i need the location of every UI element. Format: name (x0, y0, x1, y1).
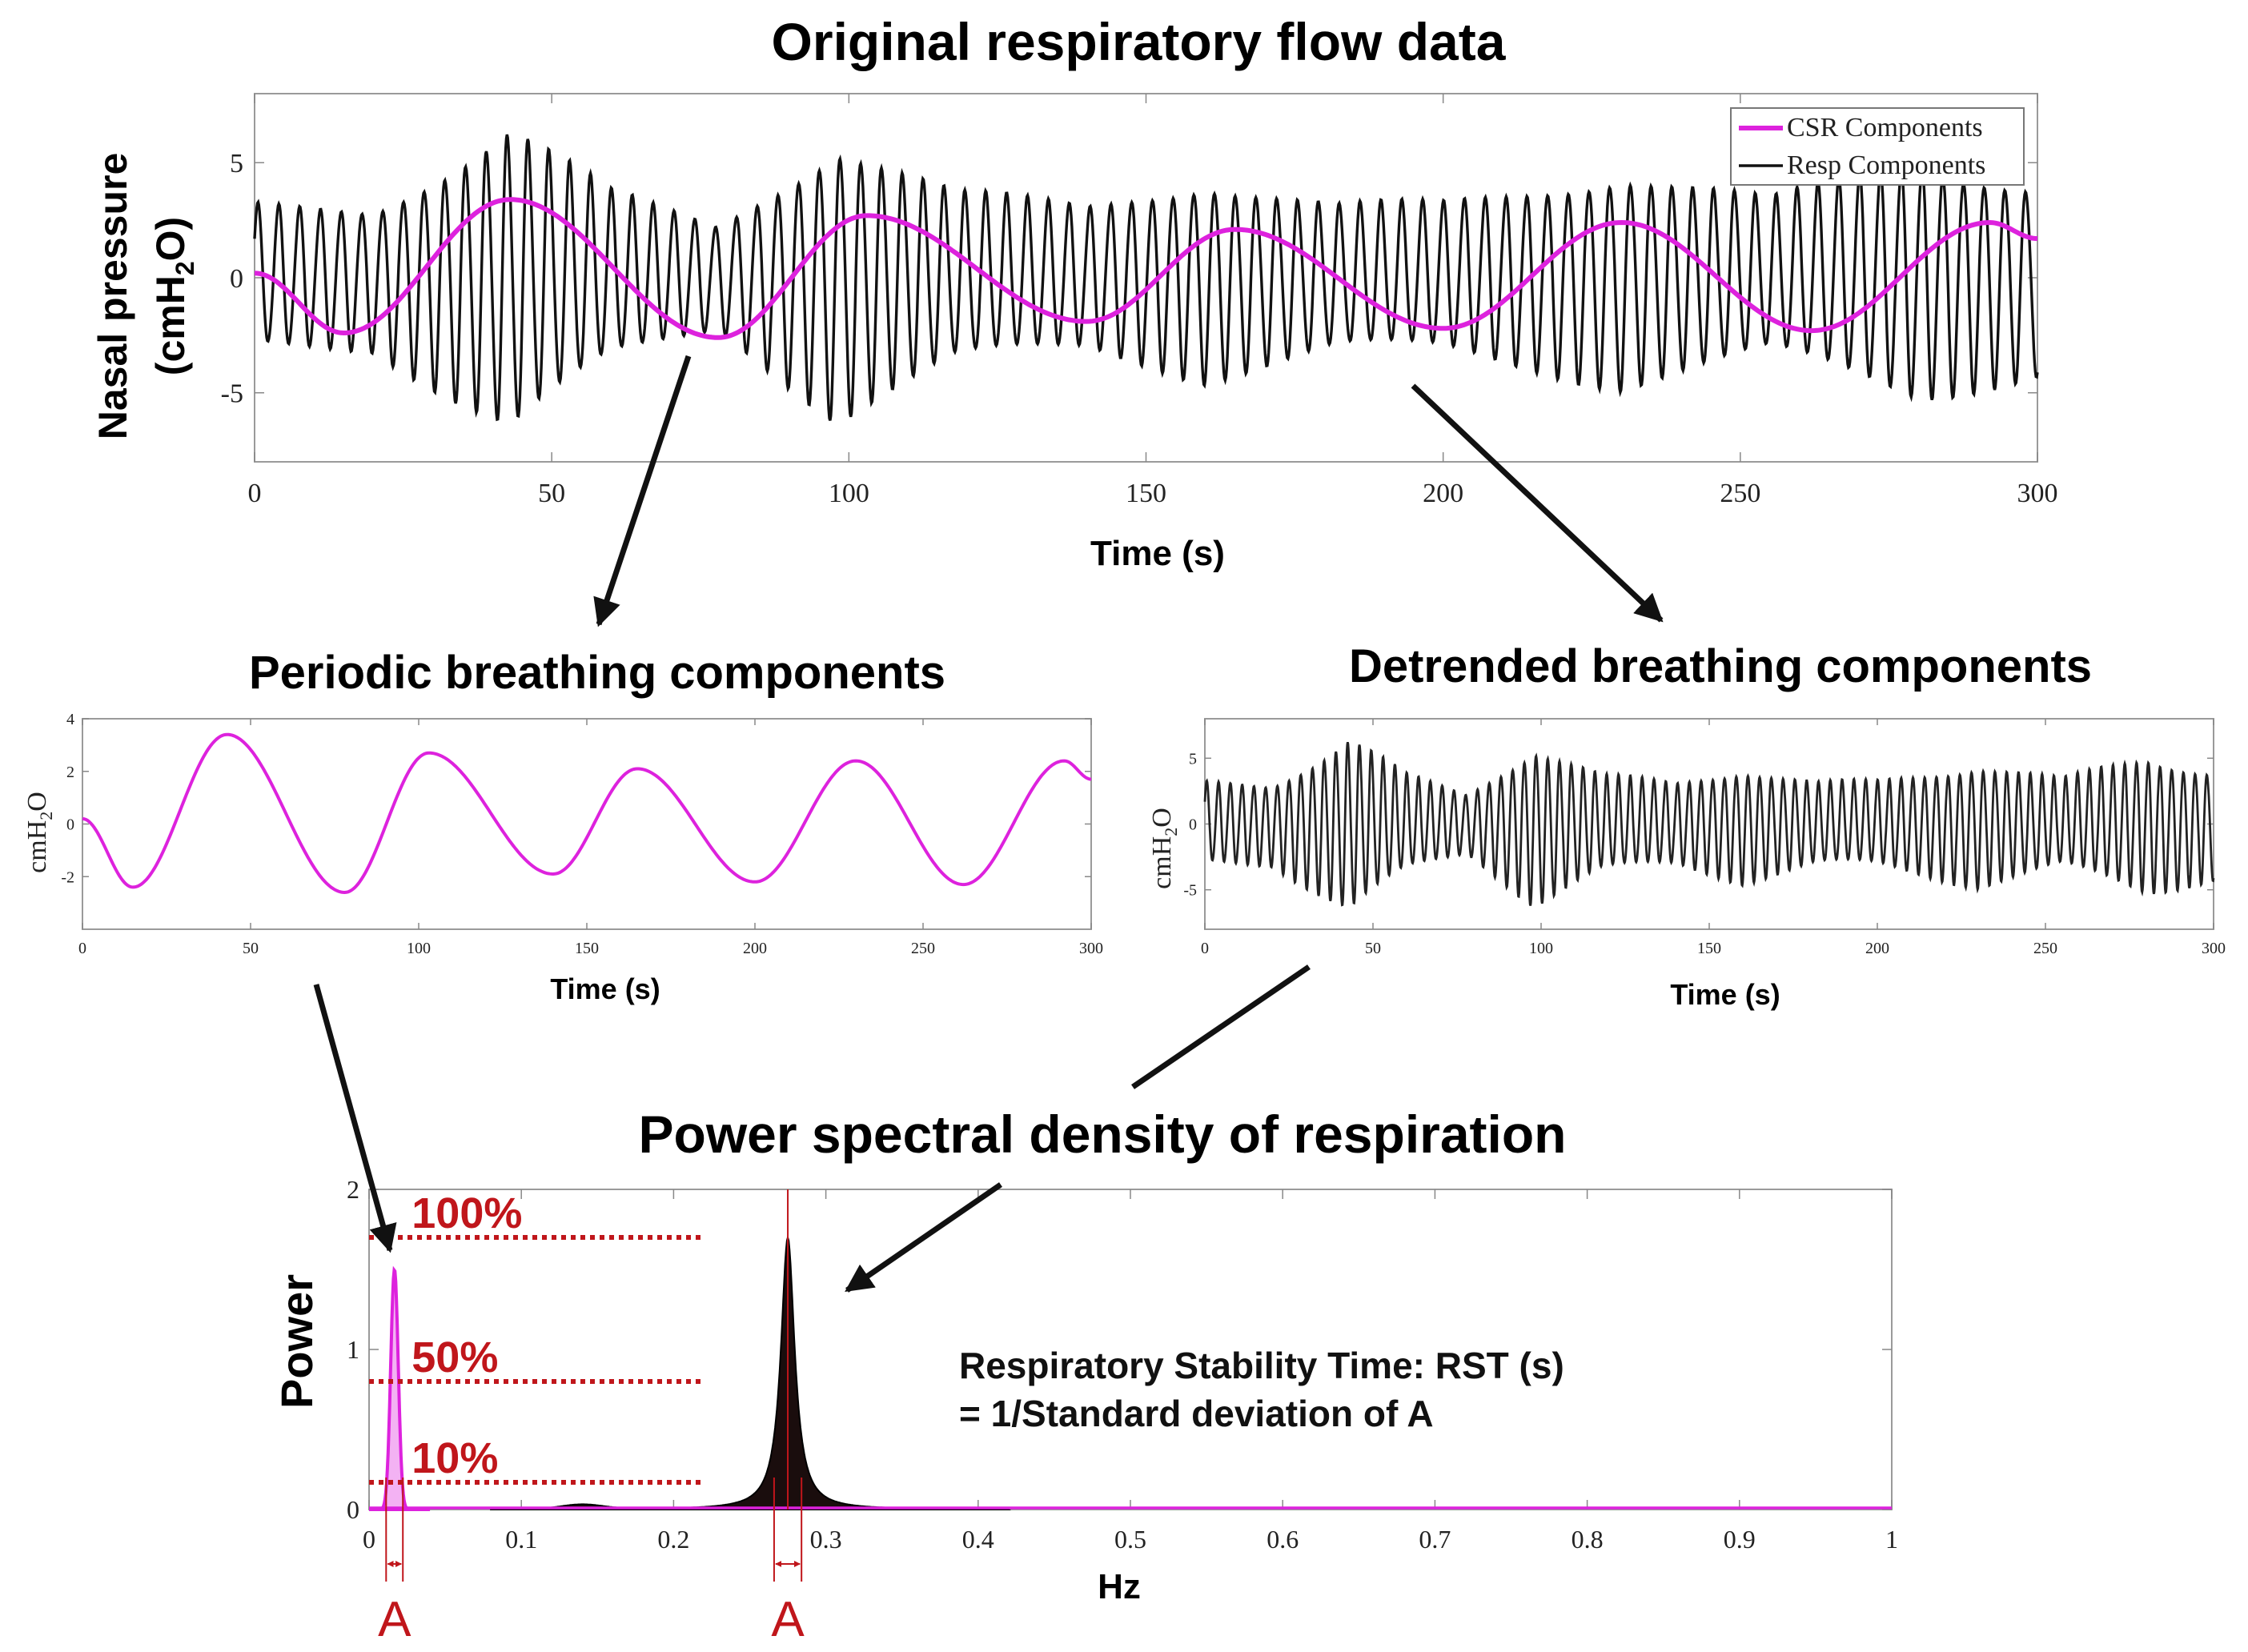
psd-x-axis-label: Hz (1098, 1567, 1141, 1606)
original-y-axis-label-line2: (cmH2O) (148, 217, 199, 375)
detrended-y-axis-label: cmH2O (1147, 808, 1181, 889)
x-tick-label: 0.2 (657, 1525, 689, 1554)
x-tick-label: 150 (1697, 940, 1721, 957)
x-tick-label: 0.4 (962, 1525, 994, 1554)
x-tick-label: 100 (407, 940, 431, 957)
bandwidth-label: A (771, 1592, 805, 1647)
psd-chart-title: Power spectral density of respiration (639, 1105, 1567, 1164)
arrow-detrended-to-psd-b (845, 1182, 1002, 1293)
psd-csr-peak-line (369, 1265, 431, 1511)
y-tick-label: 5 (230, 149, 243, 178)
x-tick-label: 150 (1126, 479, 1166, 508)
original-csr-series-line (254, 197, 2038, 340)
legend-box (1730, 107, 2025, 186)
legend-label-resp: Resp Components (1787, 150, 1985, 180)
x-tick-label: 200 (743, 940, 767, 957)
x-tick-label: 0.1 (505, 1525, 537, 1554)
periodic-chart-title: Periodic breathing components (249, 647, 945, 699)
x-tick-label: 100 (829, 479, 869, 508)
arrow-original-to-detrended (1411, 383, 1664, 623)
x-tick-label: 150 (575, 940, 599, 957)
x-tick-label: 0 (248, 479, 262, 508)
arrow-original-to-periodic (593, 355, 692, 628)
periodic-y-axis-label: cmH2O (22, 792, 56, 873)
periodic-series-line (82, 732, 1092, 895)
x-tick-label: 0 (363, 1525, 375, 1554)
detrended-series-line (1203, 741, 2215, 907)
x-tick-label: 300 (2202, 940, 2226, 957)
level-label: 10% (411, 1434, 498, 1482)
x-tick-label: 250 (911, 940, 935, 957)
x-tick-label: 0 (78, 940, 86, 957)
x-tick-label: 250 (1720, 479, 1760, 508)
x-tick-label: 200 (1865, 940, 1889, 957)
detrended-x-axis-label: Time (s) (1670, 978, 1780, 1011)
periodic-chart: Periodic breathing components 0 50 100 150 2… (22, 647, 1103, 1005)
x-tick-label: 0.8 (1572, 1525, 1604, 1554)
original-ticks: 0 50 100 150 200 250 300 -5 0 5 (221, 94, 2058, 508)
y-tick-label: 0 (347, 1495, 359, 1524)
y-tick-label: 1 (347, 1335, 359, 1364)
x-tick-label: 300 (2017, 479, 2058, 508)
x-tick-label: 50 (538, 479, 565, 508)
rst-definition-line1: Respiratory Stability Time: RST (s) (959, 1345, 1564, 1386)
x-tick-label: 50 (1365, 940, 1381, 957)
periodic-plot-frame (82, 718, 1092, 930)
periodic-x-axis-label: Time (s) (550, 972, 660, 1005)
periodic-ticks: 0 50 100 150 200 250 300 -2 0 2 4 (61, 711, 1103, 957)
detrended-ticks: 0 50 100 150 200 250 300 -5 0 5 (1183, 719, 2226, 957)
psd-resp-peak-area (490, 1234, 1012, 1510)
y-tick-label: 2 (66, 764, 74, 781)
bandwidth-label: A (378, 1592, 411, 1647)
x-tick-label: 0.7 (1419, 1525, 1451, 1554)
psd-y-axis-label: Power (271, 1274, 322, 1409)
y-tick-label: 4 (66, 711, 74, 728)
y-tick-label: 0 (1189, 816, 1197, 834)
x-tick-label: 0 (1201, 940, 1209, 957)
original-y-axis-label-line1: Nasal pressure (90, 153, 135, 440)
original-legend: CSR Components Resp Components (1730, 107, 2025, 186)
x-tick-label: 0.9 (1724, 1525, 1756, 1554)
x-tick-label: 0.3 (810, 1525, 842, 1554)
legend-label-csr: CSR Components (1787, 113, 1983, 142)
x-tick-label: 200 (1423, 479, 1463, 508)
x-tick-label: 50 (243, 940, 259, 957)
y-tick-label: 2 (347, 1175, 359, 1204)
flow-arrows (313, 355, 1664, 1293)
psd-ticks: 0 0.1 0.2 0.3 0.4 0.5 0.6 0.7 0.8 0.9 1 0 1 2 (347, 1175, 1898, 1554)
arrow-periodic-to-psd (313, 984, 397, 1253)
y-tick-label: 5 (1189, 750, 1197, 768)
x-tick-label: 0.5 (1114, 1525, 1146, 1554)
x-tick-label: 100 (1529, 940, 1553, 957)
level-label: 50% (411, 1333, 498, 1381)
x-tick-label: 300 (1079, 940, 1103, 957)
y-tick-label: -5 (1183, 882, 1197, 900)
rst-definition-line2: = 1/Standard deviation of A (959, 1393, 1434, 1434)
original-resp-series-line (253, 134, 2039, 422)
original-x-axis-label: Time (s) (1090, 534, 1225, 573)
psd-level-lines: 100% 50% 10% (369, 1189, 705, 1485)
x-tick-label: 0.6 (1267, 1525, 1299, 1554)
y-tick-label: -5 (221, 379, 243, 409)
detrended-chart-title: Detrended breathing components (1349, 640, 2092, 692)
level-label: 100% (411, 1189, 522, 1237)
y-tick-label: 0 (230, 264, 243, 294)
y-tick-label: -2 (61, 868, 74, 886)
x-tick-label: 250 (2033, 940, 2057, 957)
original-chart-title: Original respiratory flow data (772, 12, 1507, 71)
y-tick-label: 0 (66, 816, 74, 834)
x-tick-label: 1 (1885, 1525, 1898, 1554)
arrow-detrended-to-psd-a (1131, 964, 1311, 1089)
